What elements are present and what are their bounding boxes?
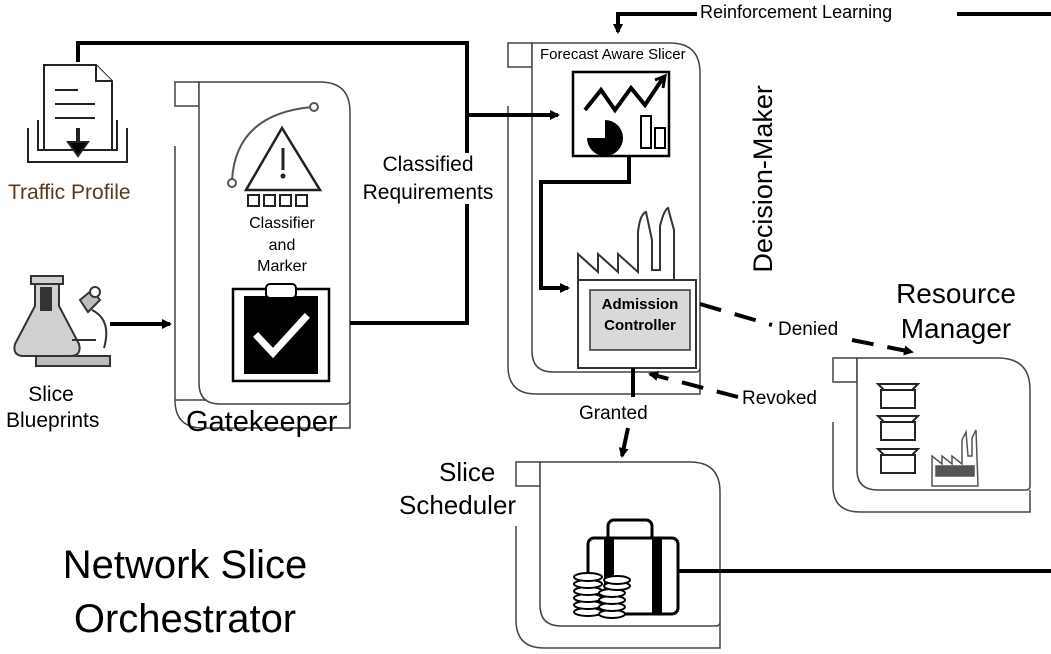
lab-microscope-icon xyxy=(13,275,111,367)
slice-scheduler-label: Slice Scheduler xyxy=(399,458,516,519)
orchestrator-title: Network Slice Orchestrator xyxy=(20,543,350,641)
gatekeeper-tab xyxy=(174,81,200,107)
revoked-arrow xyxy=(648,371,739,399)
briefcase-coins-icon xyxy=(573,518,680,619)
forecast-chart-icon xyxy=(571,70,671,158)
resource-manager-tab xyxy=(832,357,858,383)
denied-arrow xyxy=(699,302,773,327)
classifier-line3: Marker xyxy=(257,258,307,276)
slicer-to-admission-arrow xyxy=(539,157,631,293)
traffic-profile-label: Traffic Profile xyxy=(8,181,131,204)
classifier-line2: and xyxy=(268,236,296,254)
connector-lines xyxy=(76,12,1051,573)
resource-manager-line1: Resource xyxy=(896,278,1016,309)
resource-boxes-icon xyxy=(875,383,921,474)
classified-line1: Classified xyxy=(382,153,474,176)
small-factory-icon xyxy=(931,429,979,487)
classifier-label: Classifier and Marker xyxy=(232,215,332,276)
classifier-icon xyxy=(227,102,323,207)
marker-icon xyxy=(231,283,331,383)
slice-blueprints-line1: Slice xyxy=(28,383,74,406)
slice-blueprints-line2: Blueprints xyxy=(6,409,100,433)
decision-maker-tab xyxy=(507,42,533,68)
admission-controller-label: Admission Controller xyxy=(590,296,690,334)
traffic-profile-arrow xyxy=(76,41,560,120)
admission-controller-box xyxy=(589,289,691,351)
gatekeeper-label: Gatekeeper xyxy=(186,406,338,438)
resource-manager-line2: Manager xyxy=(900,312,1012,344)
slice-blueprints-label: Slice Blueprints xyxy=(6,383,100,433)
admission-line2: Controller xyxy=(604,316,676,334)
resource-manager-panel xyxy=(832,357,1031,513)
dashed-connectors xyxy=(648,302,914,399)
granted-label: Granted xyxy=(579,403,648,425)
slice-scheduler-tab xyxy=(515,461,541,487)
slice-scheduler-line2: Scheduler xyxy=(399,489,517,520)
classified-requirements-label: Classified Requirements xyxy=(352,153,504,205)
reinforcement-learning-label: Reinforcement Learning xyxy=(700,2,893,23)
document-tray-icon xyxy=(27,64,128,163)
admission-line1: Admission xyxy=(601,296,679,313)
orchestrator-line1: Network Slice xyxy=(62,543,308,587)
forecast-aware-slicer-label: Forecast Aware Slicer xyxy=(540,46,686,63)
decision-maker-label: Decision-Maker xyxy=(748,85,779,273)
classified-requirements-line xyxy=(350,115,469,325)
revoked-label: Revoked xyxy=(742,388,817,410)
slice-scheduler-line1: Slice xyxy=(439,457,496,487)
classified-line2: Requirements xyxy=(362,181,494,205)
orchestrator-line2: Orchestrator xyxy=(73,597,297,641)
resource-manager-label: Resource Manager xyxy=(866,278,1046,345)
denied-label: Denied xyxy=(778,319,839,341)
classifier-line1: Classifier xyxy=(249,215,315,232)
